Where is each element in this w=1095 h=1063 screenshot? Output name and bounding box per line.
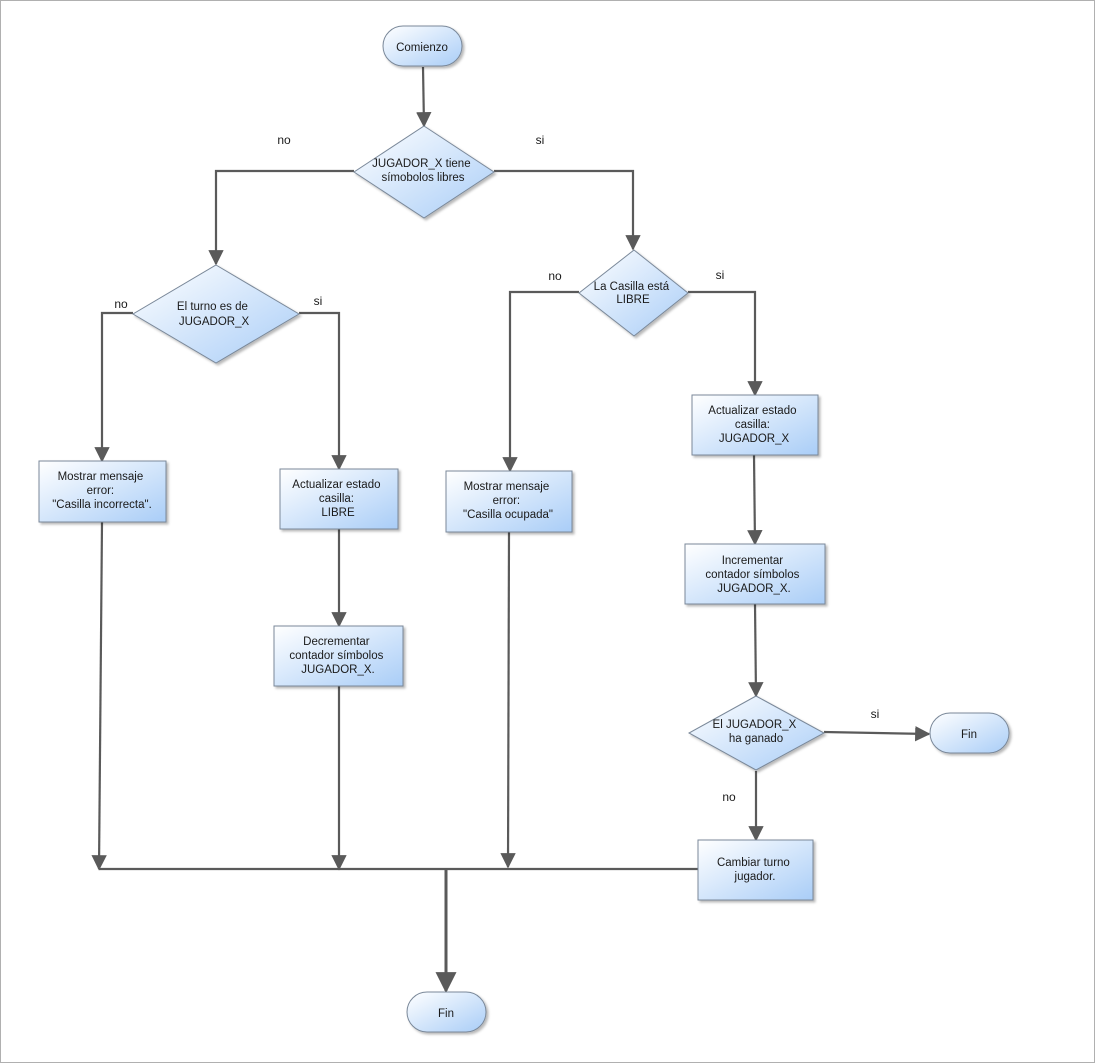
svg-text:Actualizar estado ca: Actualizar estado casilla: LIBRE: [292, 479, 383, 519]
edge-start-to-free: [416, 66, 432, 128]
decision-won-line-2: ha ganado: [729, 733, 783, 745]
decision-free-symbols: JUGADOR_X tiene símobolos libres: [353, 125, 495, 219]
end-win-label: Fin: [961, 729, 977, 741]
process-update-free-line-1: Actualizar estado: [292, 479, 380, 491]
process-decrement-line-2: contador símbolos: [289, 650, 383, 662]
svg-text:Mostrar mensaje erro: Mostrar mensaje error: "Casilla ocupada": [463, 481, 553, 521]
edge-error-incorrect-down: [91, 521, 107, 871]
svg-text:La Casilla está LIBR: La Casilla está LIBRE: [594, 281, 673, 306]
decision-cell-free: La Casilla está LIBRE: [578, 249, 689, 337]
process-decrement: Decrementar contador símbolos JUGADOR_X.: [273, 625, 404, 687]
process-error-incorrect-line-3: "Casilla incorrecta".: [52, 499, 152, 511]
edge-label-turn-si: si: [314, 294, 323, 308]
edge-label-turn-no: no: [114, 297, 128, 311]
edge-label-won-no: no: [722, 790, 736, 804]
decision-free-symbols-line-2: símobolos libres: [381, 172, 464, 184]
edge-cell-si: [688, 290, 763, 397]
decision-turn: El turno es de JUGADOR_X: [132, 264, 300, 364]
edge-free-si: [494, 169, 641, 251]
decision-turn-line-1: El turno es de: [177, 301, 248, 313]
process-update-player-line-1: Actualizar estado: [708, 405, 796, 417]
process-increment: Incrementar contador símbolos JUGADOR_X.: [684, 543, 826, 605]
svg-text:Mostrar mensaje erro: Mostrar mensaje error: "Casilla incorrec…: [52, 471, 152, 511]
process-update-free-line-3: LIBRE: [321, 507, 355, 519]
connectors: [91, 66, 931, 994]
start-label: Comienzo: [396, 42, 448, 54]
svg-text:Actualizar estado ca: Actualizar estado casilla: JUGADOR_X: [708, 405, 799, 445]
svg-text:Fin: Fin: [961, 729, 977, 741]
edge-label-free-no: no: [277, 133, 291, 147]
process-error-occupied-line-2: error:: [493, 495, 520, 507]
process-increment-line-2: contador símbolos: [705, 569, 799, 581]
process-update-player-line-3: JUGADOR_X: [719, 433, 790, 445]
svg-text:Decrementar contador: Decrementar contador símbolos JUGADOR_X.: [289, 636, 386, 676]
edge-cell-no: [502, 290, 579, 473]
process-decrement-line-1: Decrementar: [303, 636, 370, 648]
process-error-incorrect-line-1: Mostrar mensaje: [58, 471, 144, 483]
edge-free-no: [208, 169, 354, 266]
process-error-incorrect: Mostrar mensaje error: "Casilla incorrec…: [38, 460, 167, 523]
svg-text:Comienzo: Comienzo: [396, 42, 448, 54]
end-main-label: Fin: [438, 1008, 454, 1020]
edge-labels: no si no si no si si no: [114, 133, 879, 804]
svg-text:Incrementar contador: Incrementar contador símbolos JUGADOR_X.: [705, 555, 802, 595]
edge-label-won-si: si: [871, 707, 880, 721]
svg-text:El turno es de JUGAD: El turno es de JUGADOR_X: [177, 301, 251, 328]
process-change-turn-line-2: jugador.: [734, 871, 776, 883]
end-main-terminal: Fin: [406, 991, 487, 1033]
process-error-occupied-line-1: Mostrar mensaje: [464, 481, 550, 493]
edge-won-si: [823, 726, 931, 742]
process-change-turn: Cambiar turno jugador.: [697, 839, 814, 901]
svg-text:Fin: Fin: [438, 1008, 454, 1020]
nodes: Comienzo JUGADOR_X tiene símobolos libre…: [38, 25, 1010, 1033]
decision-turn-line-2: JUGADOR_X: [179, 316, 250, 328]
decision-free-symbols-line-1: JUGADOR_X tiene: [372, 158, 470, 170]
svg-text:Cambiar turno jugado: Cambiar turno jugador.: [717, 857, 793, 883]
decision-won-line-1: El JUGADOR_X: [713, 719, 797, 731]
process-decrement-line-3: JUGADOR_X.: [301, 664, 375, 676]
decision-won: El JUGADOR_X ha ganado: [687, 695, 826, 771]
edge-label-cell-no: no: [548, 269, 562, 283]
process-error-incorrect-line-2: error:: [87, 485, 114, 497]
process-error-occupied-line-3: "Casilla ocupada": [463, 509, 553, 521]
edge-increment-to-won: [748, 603, 764, 698]
process-error-occupied: Mostrar mensaje error: "Casilla ocupada": [445, 470, 573, 533]
edge-turn-no: [94, 311, 133, 463]
decision-cell-free-line-2: LIBRE: [616, 294, 650, 306]
start-terminal: Comienzo: [382, 25, 463, 67]
process-update-free: Actualizar estado casilla: LIBRE: [279, 468, 399, 530]
process-change-turn-line-1: Cambiar turno: [717, 857, 790, 869]
process-update-free-line-2: casilla:: [319, 493, 354, 505]
edge-label-cell-si: si: [716, 268, 725, 282]
process-increment-line-1: Incrementar: [722, 555, 784, 567]
edge-error-occupied-down: [500, 531, 516, 869]
end-win-terminal: Fin: [929, 712, 1010, 754]
edge-turn-si: [299, 311, 347, 471]
process-increment-line-3: JUGADOR_X.: [717, 583, 791, 595]
process-update-player: Actualizar estado casilla: JUGADOR_X: [691, 394, 819, 456]
decision-cell-free-line-1: La Casilla está: [594, 281, 670, 293]
edge-label-free-si: si: [536, 133, 545, 147]
process-update-player-line-2: casilla:: [735, 419, 770, 431]
edge-update-player-to-increment: [747, 454, 763, 546]
svg-text:JUGADOR_X tiene símo: JUGADOR_X tiene símobolos libres: [372, 158, 474, 184]
svg-text:El JUGADOR_X ha gana: El JUGADOR_X ha ganado: [713, 719, 800, 745]
